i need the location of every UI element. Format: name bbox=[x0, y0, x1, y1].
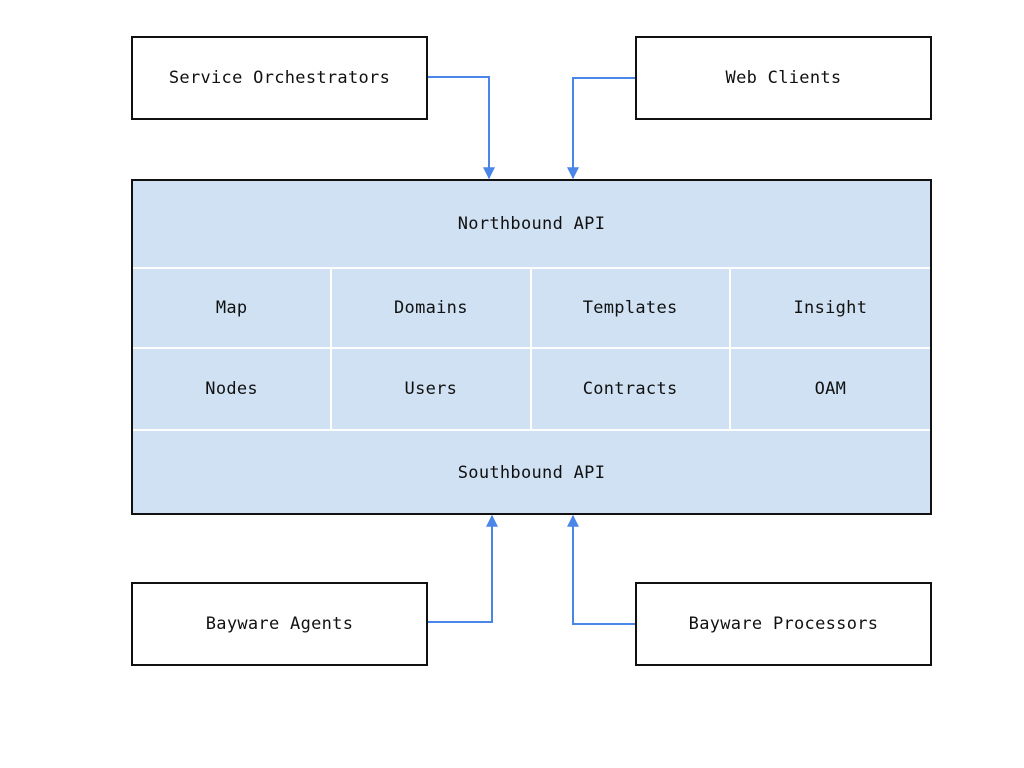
module-map: Map bbox=[133, 269, 333, 349]
arrow-agents-to-south bbox=[428, 514, 498, 623]
northbound-api-label: Northbound API bbox=[457, 214, 606, 234]
arrow-webclients-to-north bbox=[567, 77, 635, 180]
module-contracts: Contracts bbox=[532, 349, 731, 429]
module-oam-label: OAM bbox=[814, 379, 847, 399]
module-users-label: Users bbox=[404, 379, 458, 399]
module-nodes-label: Nodes bbox=[205, 379, 258, 399]
southbound-api-band: Southbound API bbox=[133, 431, 930, 515]
arrow-processors-to-south bbox=[567, 514, 635, 625]
web-clients-box: Web Clients bbox=[635, 36, 932, 120]
module-domains: Domains bbox=[332, 269, 532, 349]
module-templates: Templates bbox=[531, 269, 731, 349]
module-domains-label: Domains bbox=[394, 298, 468, 318]
module-contracts-label: Contracts bbox=[582, 379, 678, 399]
module-oam: OAM bbox=[731, 349, 930, 429]
module-templates-label: Templates bbox=[582, 298, 678, 318]
bayware-agents-box: Bayware Agents bbox=[131, 582, 428, 666]
module-insight-label: Insight bbox=[793, 298, 868, 318]
southbound-api-label: Southbound API bbox=[457, 463, 606, 483]
bayware-processors-box: Bayware Processors bbox=[635, 582, 932, 666]
arrow-orchestrators-to-north bbox=[428, 76, 495, 180]
northbound-api-band: Northbound API bbox=[133, 181, 930, 267]
service-orchestrators-label: Service Orchestrators bbox=[168, 68, 391, 88]
bayware-agents-label: Bayware Agents bbox=[205, 614, 354, 634]
bayware-processors-label: Bayware Processors bbox=[688, 614, 879, 634]
module-map-label: Map bbox=[215, 298, 248, 318]
service-orchestrators-box: Service Orchestrators bbox=[131, 36, 428, 120]
web-clients-label: Web Clients bbox=[725, 68, 842, 88]
module-nodes: Nodes bbox=[133, 349, 333, 429]
module-grid: Map Domains Templates Insight Nodes User… bbox=[133, 267, 930, 431]
module-users: Users bbox=[332, 349, 532, 429]
module-insight: Insight bbox=[730, 269, 930, 349]
controller-core: Northbound API Map Domains Templates Ins… bbox=[131, 179, 932, 515]
